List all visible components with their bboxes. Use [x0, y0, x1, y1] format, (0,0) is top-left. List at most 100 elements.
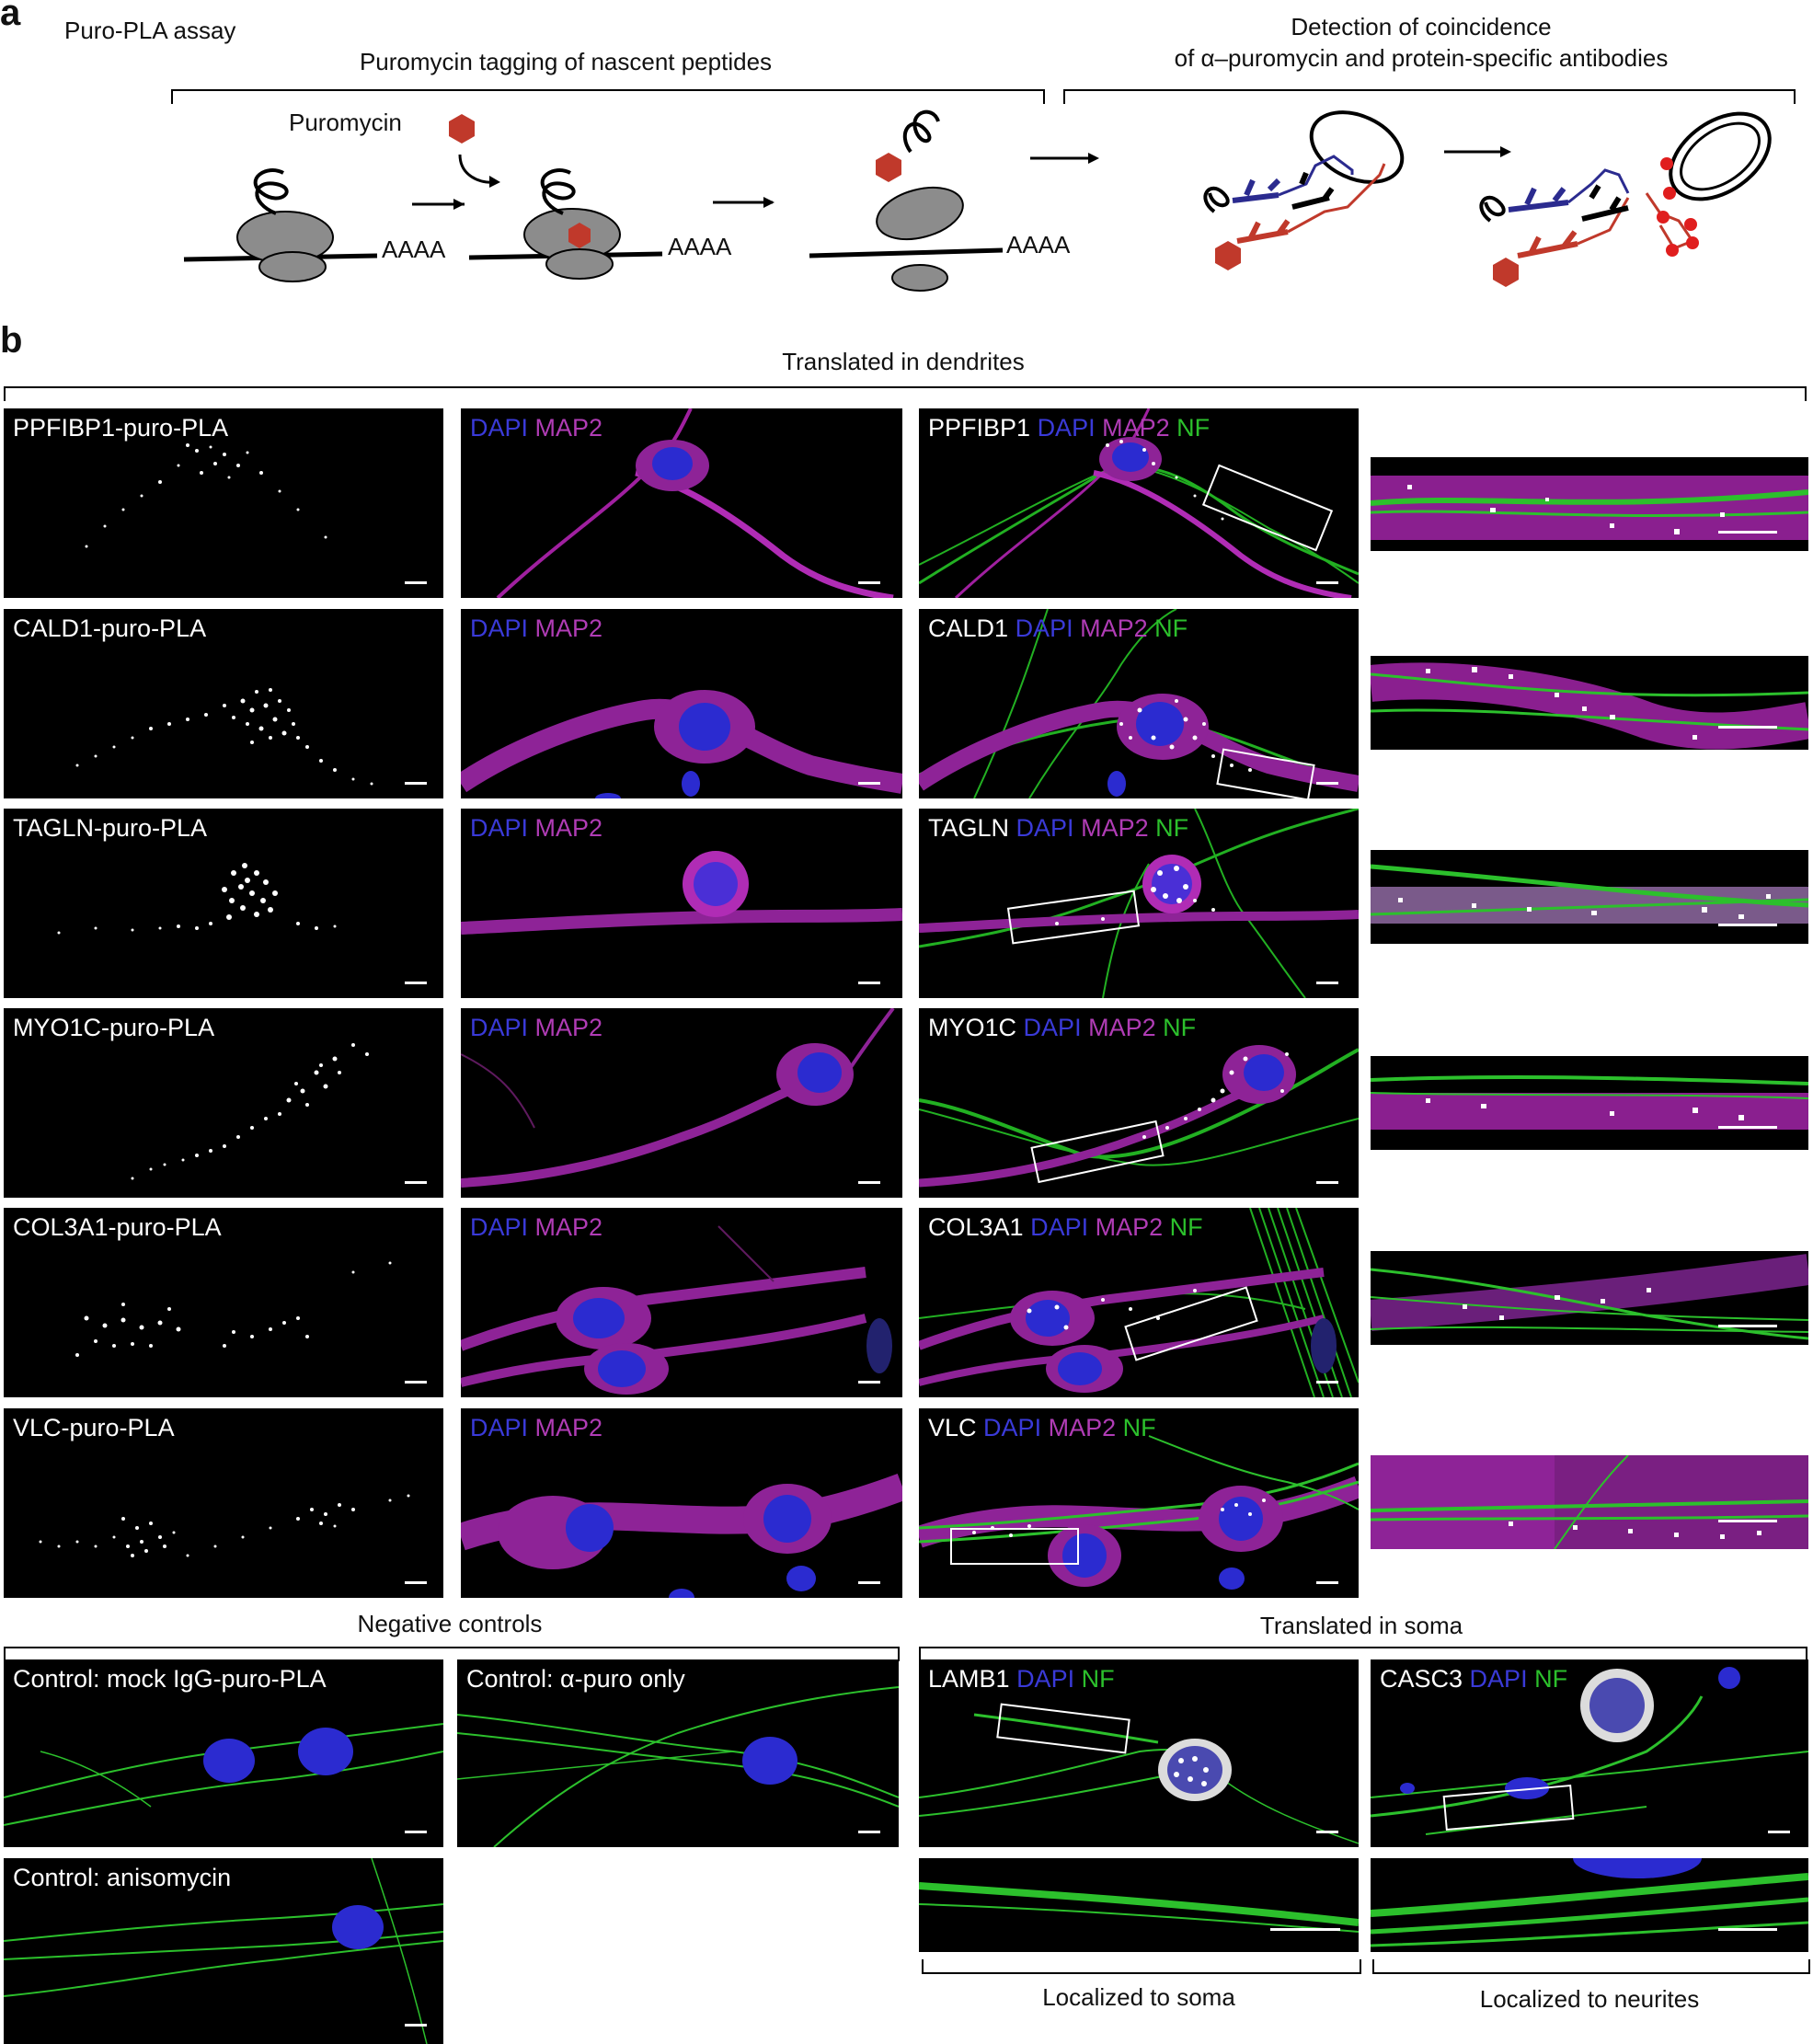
dapi-label: DAPI — [983, 1414, 1042, 1441]
dapi-label: DAPI — [1469, 1665, 1528, 1693]
dapi-label: DAPI — [1016, 1665, 1075, 1693]
row5-pla-label: COL3A1-puro-PLA — [13, 1213, 222, 1241]
section-negative-title: Negative controls — [357, 1610, 543, 1637]
row4-zoom-scalebar — [1718, 1126, 1777, 1129]
row1-zoom-scalebar — [1718, 531, 1777, 534]
nf-label: NF — [1081, 1665, 1115, 1693]
row4-merge-scalebar — [1316, 1181, 1338, 1184]
row4-map2-scalebar — [858, 1181, 880, 1184]
row1-merge-scalebar — [1316, 581, 1338, 584]
neurites-footer-bracket — [1372, 1959, 1810, 1974]
assay-title: Puro-PLA assay — [64, 17, 236, 44]
casc3-protein: CASC3 — [1380, 1665, 1463, 1693]
lamb1-zoom-image — [919, 1858, 1359, 1952]
row6-pla-scalebar — [405, 1581, 427, 1584]
step1-bracket — [171, 89, 1045, 104]
control-aniso-label: Control: anisomycin — [13, 1864, 232, 1891]
row2-zoom-image — [1371, 656, 1808, 750]
dapi-label: DAPI — [1015, 614, 1073, 642]
map2-label: MAP2 — [534, 814, 603, 842]
step2-title-line2: of α–puromycin and protein-specific anti… — [1174, 44, 1669, 72]
row1-pla-label: PPFIBP1-puro-PLA — [13, 414, 229, 442]
row3-map2-label: DAPI MAP2 — [470, 814, 602, 843]
polya-label-2: AAAA — [668, 233, 732, 260]
row6-merge-image: VLC DAPI MAP2 NF — [919, 1408, 1359, 1598]
dapi-label: DAPI — [470, 1414, 529, 1441]
nf-label: NF — [1534, 1665, 1568, 1693]
dapi-label: DAPI — [470, 1014, 529, 1041]
row5-map2-image: DAPI MAP2 — [461, 1208, 902, 1397]
row5-protein: COL3A1 — [928, 1213, 1024, 1241]
panel-a-letter: a — [0, 0, 21, 33]
footer-neurites-label: Localized to neurites — [1479, 1985, 1700, 2013]
map2-label: MAP2 — [534, 414, 603, 442]
row6-map2-scalebar — [858, 1581, 880, 1584]
control-apuro-scalebar — [858, 1831, 880, 1833]
row2-pla-image: CALD1-puro-PLA — [4, 609, 443, 798]
dapi-label: DAPI — [1030, 1213, 1089, 1241]
section-dendrites-title: Translated in dendrites — [782, 348, 1025, 375]
row3-zoom-scalebar — [1718, 924, 1777, 926]
row5-map2-scalebar — [858, 1381, 880, 1384]
footer-soma-label: Localized to soma — [1042, 1983, 1235, 2011]
map2-label: MAP2 — [1095, 1213, 1164, 1241]
row2-pla-scalebar — [405, 782, 427, 785]
row6-roi-box — [950, 1528, 1079, 1565]
row1-merge-image: PPFIBP1 DAPI MAP2 NF — [919, 408, 1359, 598]
pla-probes-2 — [1479, 111, 1772, 287]
row2-map2-label: DAPI MAP2 — [470, 614, 602, 643]
row3-zoom-image — [1371, 850, 1808, 944]
row3-protein: TAGLN — [928, 814, 1010, 842]
casc3-label: CASC3 DAPI NF — [1380, 1665, 1567, 1694]
control-apuro-label: Control: α-puro only — [466, 1665, 685, 1693]
soma-bracket — [919, 1647, 1807, 1661]
control-mock-image: Control: mock IgG-puro-PLA — [4, 1659, 443, 1847]
lamb1-zoom-scalebar — [1270, 1928, 1340, 1931]
row3-merge-scalebar — [1316, 982, 1338, 984]
map2-label: MAP2 — [1088, 1014, 1156, 1041]
row1-pla-scalebar — [405, 581, 427, 584]
map2-label: MAP2 — [1081, 814, 1149, 842]
puromycin-hexagon — [449, 114, 475, 144]
negative-bracket — [4, 1647, 900, 1661]
lamb1-scalebar — [1316, 1831, 1338, 1833]
dendrites-bracket — [4, 386, 1807, 401]
map2-label: MAP2 — [1080, 614, 1148, 642]
row3-merge-label: TAGLN DAPI MAP2 NF — [928, 814, 1188, 843]
row4-pla-image: MYO1C-puro-PLA — [4, 1008, 443, 1198]
puromycin-label: Puromycin — [289, 109, 402, 136]
ribosome-2 — [468, 168, 663, 280]
row2-zoom-scalebar — [1718, 726, 1777, 729]
row1-map2-scalebar — [858, 581, 880, 584]
assay-schematic — [183, 109, 1772, 292]
row1-merge-label: PPFIBP1 DAPI MAP2 NF — [928, 414, 1210, 442]
control-apuro-image: Control: α-puro only — [457, 1659, 899, 1847]
soma-footer-bracket — [922, 1959, 1361, 1974]
casc3-zoom-scalebar — [1718, 1928, 1777, 1931]
dapi-label: DAPI — [470, 1213, 529, 1241]
row2-merge-scalebar — [1316, 782, 1338, 785]
section-soma-title: Translated in soma — [1259, 1612, 1463, 1639]
control-aniso-scalebar — [405, 2024, 427, 2027]
row4-pla-label: MYO1C-puro-PLA — [13, 1014, 215, 1041]
nf-label: NF — [1176, 414, 1211, 442]
ribosome-1 — [183, 168, 378, 282]
row6-merge-label: VLC DAPI MAP2 NF — [928, 1414, 1156, 1442]
row1-map2-image: DAPI MAP2 — [461, 408, 902, 598]
polya-label-3: AAAA — [1006, 231, 1071, 258]
dapi-label: DAPI — [470, 414, 529, 442]
row6-pla-image: VLC-puro-PLA — [4, 1408, 443, 1598]
dapi-label: DAPI — [470, 814, 529, 842]
row1-pla-image: PPFIBP1-puro-PLA — [4, 408, 443, 598]
row1-zoom-image — [1371, 457, 1808, 551]
lamb1-protein: LAMB1 — [928, 1665, 1010, 1693]
row5-merge-scalebar — [1316, 1381, 1338, 1384]
map2-label: MAP2 — [534, 1414, 603, 1441]
nf-label: NF — [1155, 814, 1189, 842]
row6-merge-scalebar — [1316, 1581, 1338, 1584]
row3-merge-image: TAGLN DAPI MAP2 NF — [919, 809, 1359, 998]
row1-map2-label: DAPI MAP2 — [470, 414, 602, 442]
step1-title: Puromycin tagging of nascent peptides — [359, 48, 773, 75]
row6-map2-image: DAPI MAP2 — [461, 1408, 902, 1598]
control-mock-scalebar — [405, 1831, 427, 1833]
